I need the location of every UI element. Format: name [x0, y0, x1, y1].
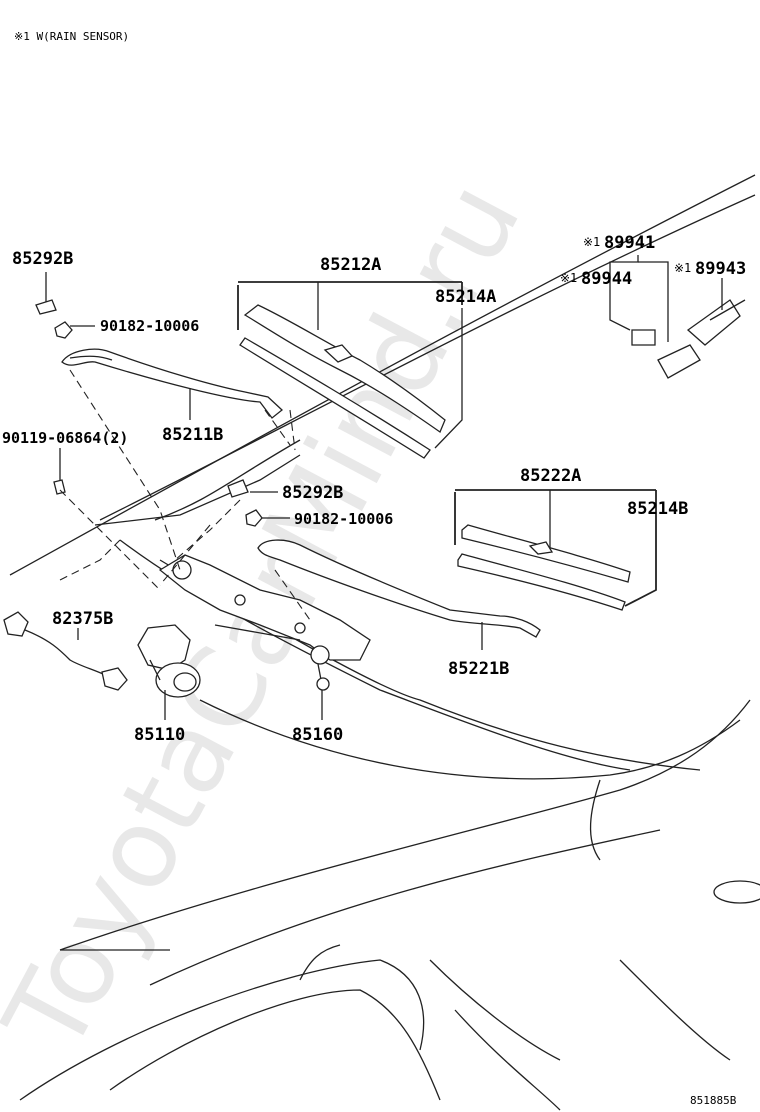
- label-85292B-mid: 85292B: [282, 483, 343, 503]
- front-wiper-blade: [239, 304, 446, 459]
- label-82375B: 82375B: [52, 609, 113, 629]
- label-85221B: 85221B: [448, 659, 509, 679]
- label-85160: 85160: [292, 725, 343, 745]
- rain-sensor-note: ※1 W(RAIN SENSOR): [14, 30, 129, 43]
- label-89944: 89944: [581, 269, 632, 289]
- front-wiper-arm: [61, 348, 283, 419]
- fasteners: [35, 299, 746, 527]
- label-85211B: 85211B: [162, 425, 223, 445]
- figure-code: 851885B: [690, 1094, 737, 1107]
- label-85292B-top: 85292B: [12, 249, 73, 269]
- label-85222A: 85222A: [520, 466, 581, 486]
- label-89941: 89941: [604, 233, 655, 253]
- label-89943: 89943: [695, 259, 746, 279]
- label-90182-mid: 90182-10006: [294, 510, 393, 528]
- second-wiper-arm: [257, 539, 541, 638]
- label-90182-top: 90182-10006: [100, 317, 199, 335]
- mark-89943: ※1: [674, 261, 691, 275]
- mark-89944: ※1: [560, 271, 577, 285]
- wire-harness: [3, 611, 128, 691]
- label-85212A: 85212A: [320, 255, 381, 275]
- second-wiper-blade: [457, 524, 631, 611]
- wiper-motor: [137, 624, 201, 698]
- mark-89941: ※1: [583, 235, 600, 249]
- label-85110: 85110: [134, 725, 185, 745]
- dashed-guides: [59, 369, 311, 621]
- label-85214B: 85214B: [627, 499, 688, 519]
- car-body-outline: [9, 174, 760, 1111]
- label-90119: 90119-06864(2): [2, 429, 128, 447]
- wiper-linkage: [158, 554, 371, 691]
- leader-lines: [45, 255, 723, 720]
- label-85214A: 85214A: [435, 287, 496, 307]
